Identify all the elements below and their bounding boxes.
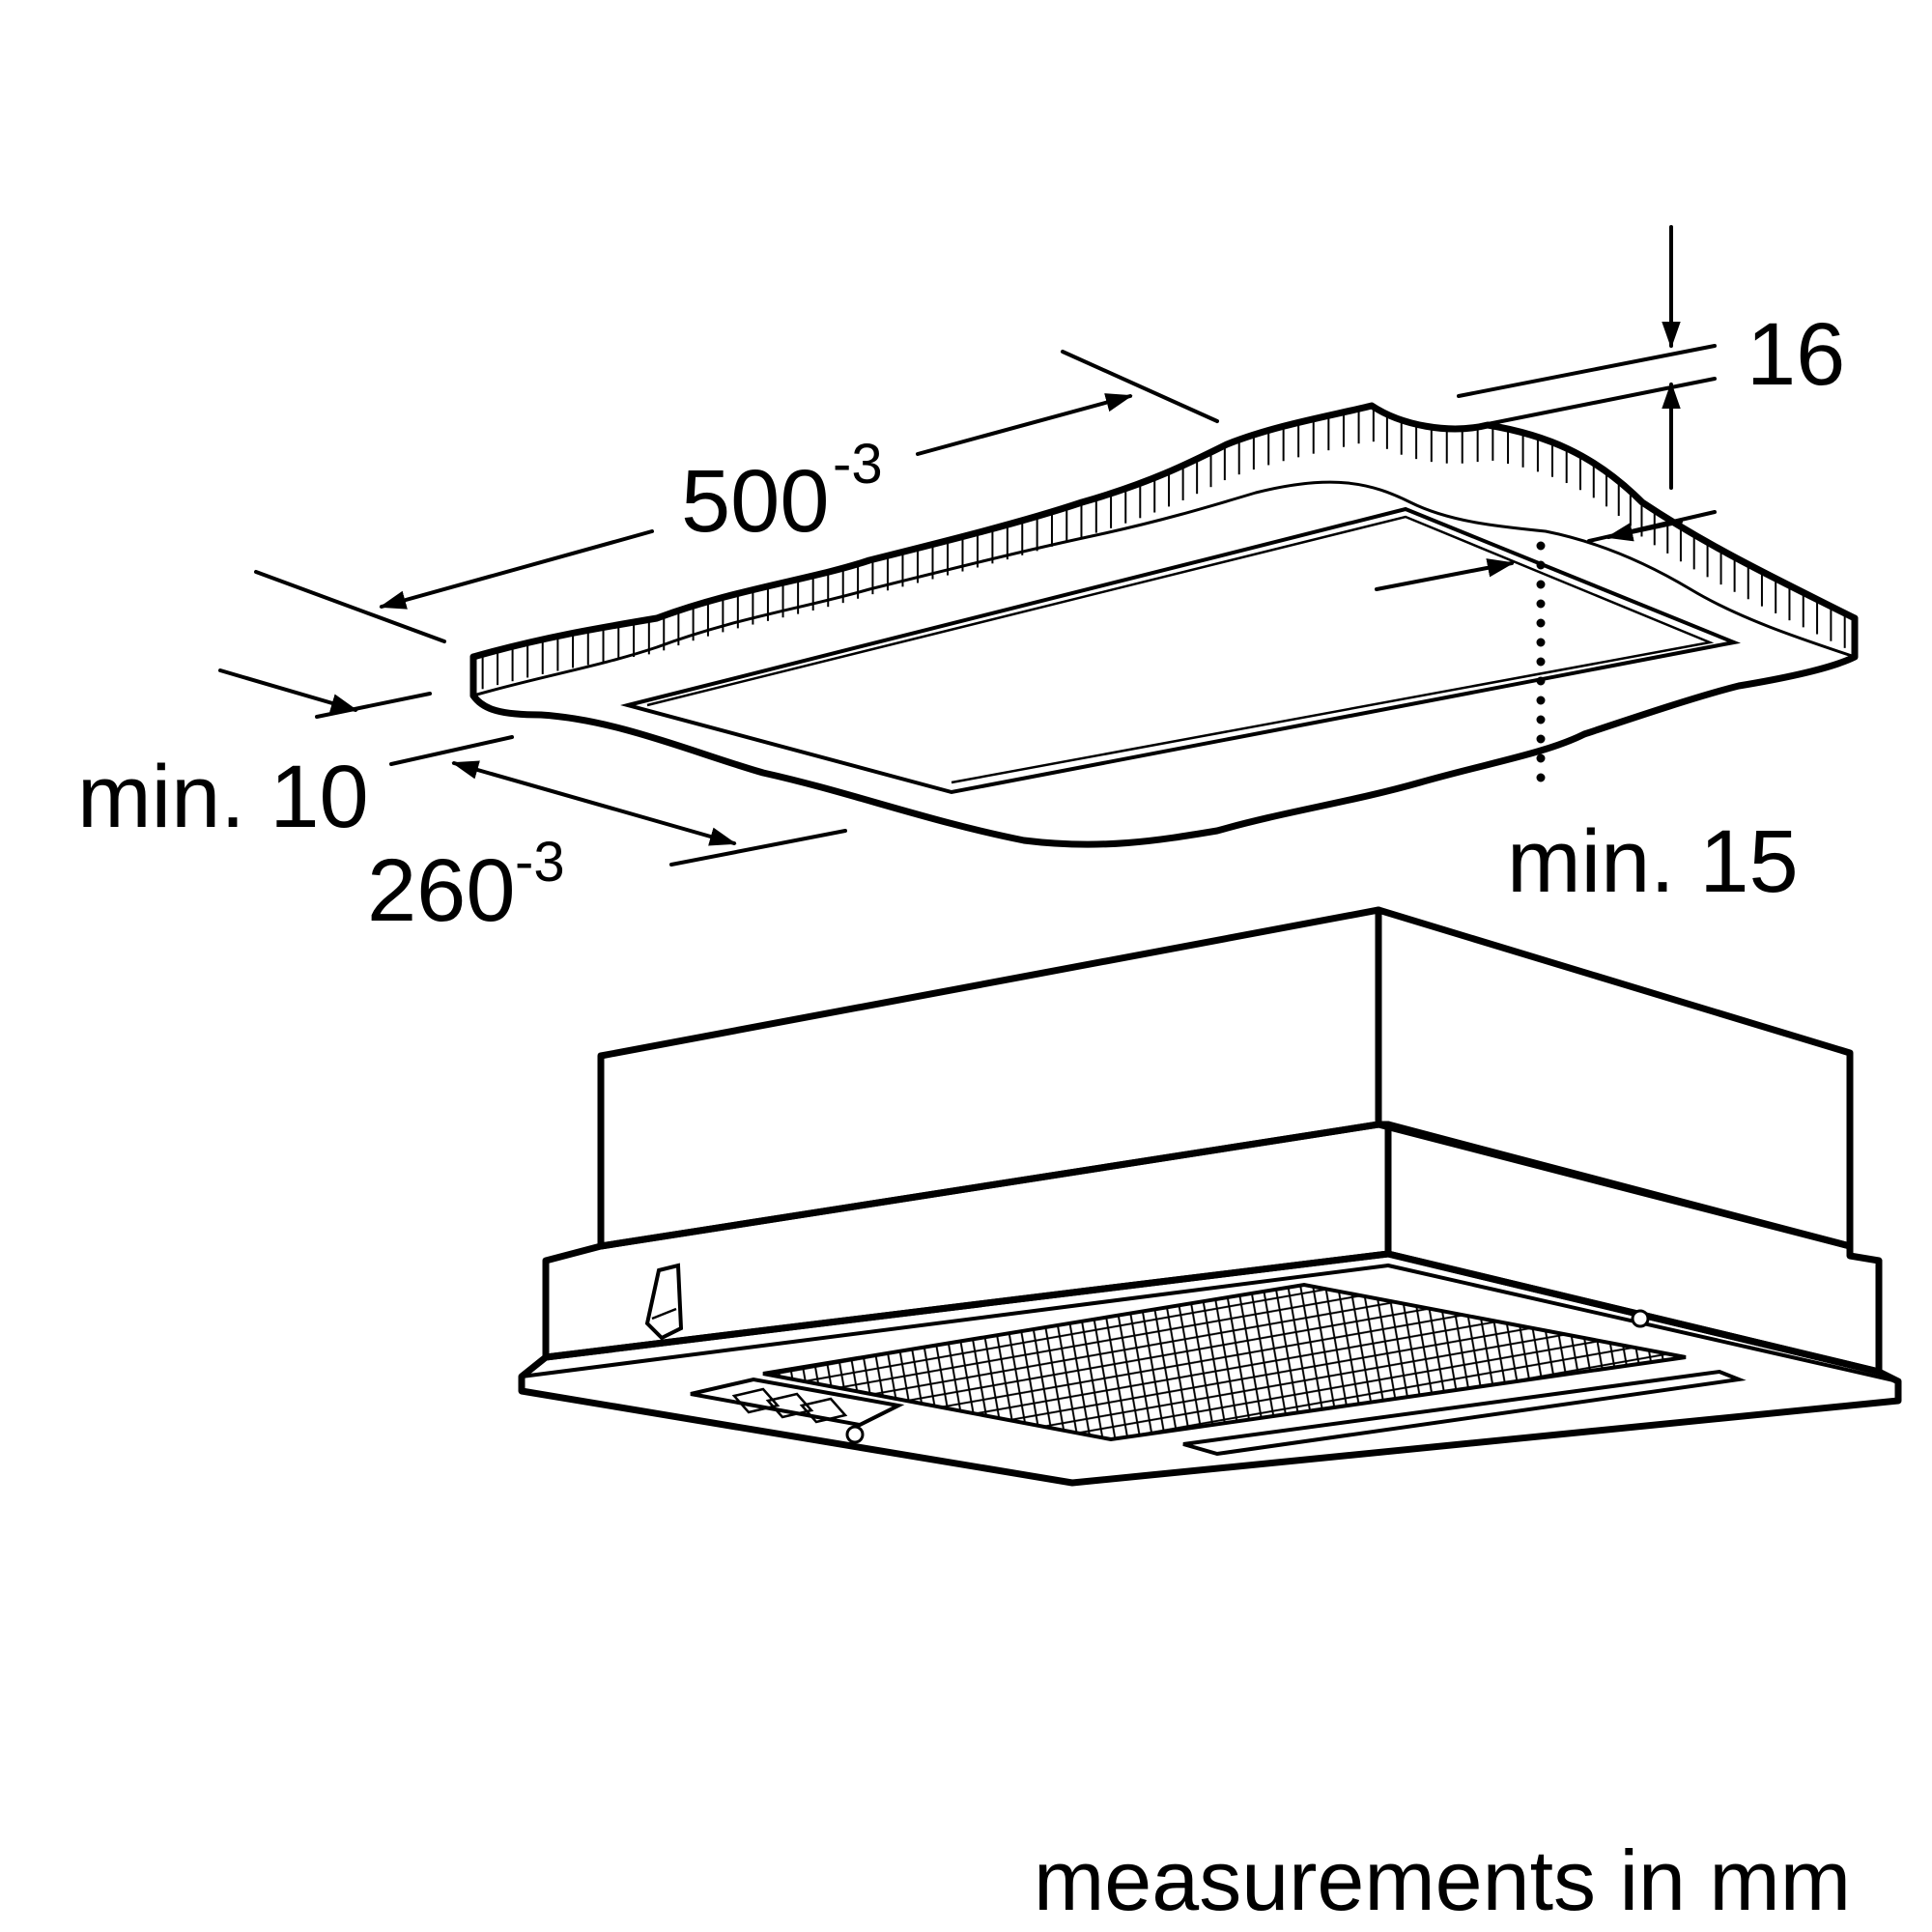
dimension-width: 500 -3 (254, 350, 1219, 643)
rear-clearance-value: min. 15 (1507, 812, 1799, 911)
cutout-opening (620, 506, 1742, 795)
front-clearance-arrow (218, 668, 358, 713)
dimension-front-clearance: min. 10 (77, 668, 432, 846)
hood-body-front (597, 906, 1382, 1250)
depth-value: 260 (367, 841, 516, 940)
width-value: 500 (681, 452, 830, 551)
cabinet-board (469, 402, 1859, 848)
dimension-depth: 260 -3 (367, 735, 847, 940)
hood-bottom-front-lip (520, 1264, 1390, 1378)
slide-switch (644, 1263, 684, 1341)
control-panel (690, 1377, 905, 1428)
board-cross-section-hatch (471, 404, 1857, 697)
screw-rear (1631, 1309, 1650, 1328)
depth-tolerance: -3 (515, 831, 565, 894)
hood-body-side (1375, 906, 1854, 1250)
cooker-hood (518, 906, 1902, 1487)
rear-arrow-right (1605, 520, 1683, 542)
control-button-2 (765, 1392, 814, 1419)
board-edge-hatching (481, 407, 1846, 690)
depth-arrow (451, 760, 737, 846)
thickness-extension-line-bottom (1457, 377, 1717, 432)
depth-extension-line-right (669, 829, 847, 867)
light-strip (1182, 1369, 1747, 1457)
thickness-value: 16 (1747, 305, 1845, 404)
control-button-3 (799, 1397, 848, 1424)
cutout-opening-inner (646, 515, 1715, 784)
depth-extension-line-left (389, 735, 514, 766)
dimension-board-thickness: 16 (1457, 225, 1845, 490)
slide-switch-detail (651, 1307, 677, 1321)
board-outline-top (469, 402, 1859, 661)
width-tolerance: -3 (833, 433, 883, 496)
board-outline-bottom (469, 614, 1859, 848)
width-arrow-right (916, 393, 1133, 456)
front-extension-line (315, 692, 432, 719)
width-extension-line-right (1061, 350, 1219, 423)
grease-filter (762, 1282, 1687, 1442)
control-button-1 (731, 1387, 781, 1414)
thickness-extension-line-top (1457, 344, 1717, 398)
screw-front (845, 1425, 865, 1444)
front-clearance-value: min. 10 (77, 748, 369, 846)
rear-arrow-left (1375, 558, 1515, 591)
width-extension-line-left (254, 570, 446, 643)
dimension-rear-clearance: min. 15 (1375, 510, 1799, 911)
width-arrow-left (379, 529, 654, 610)
units-footnote: measurements in mm (1034, 1833, 1851, 1928)
